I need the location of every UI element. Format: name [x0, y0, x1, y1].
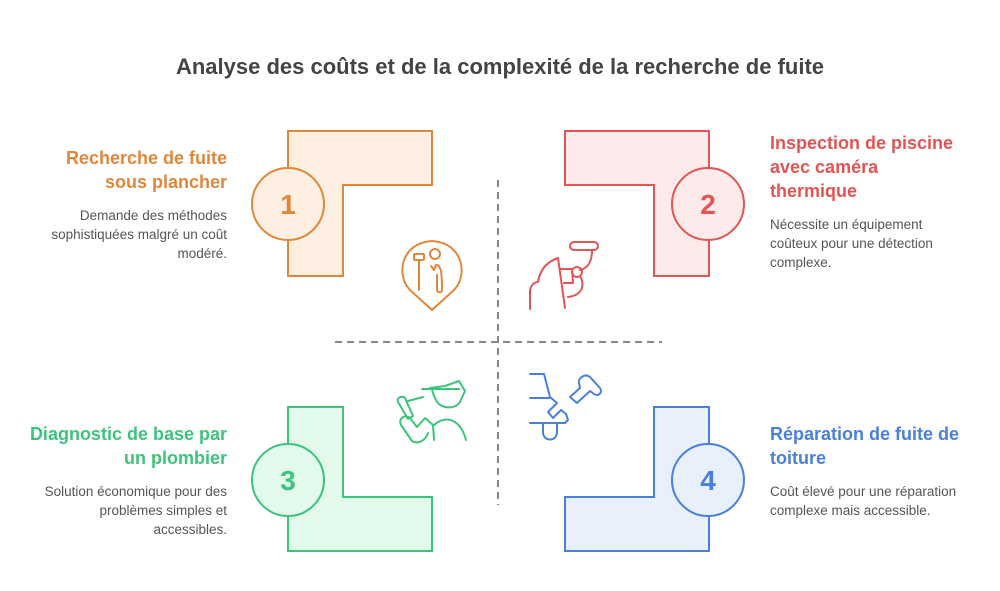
page-title: Analyse des coûts et de la complexité de… — [175, 54, 825, 79]
quadrant-4-text: Réparation de fuite de toiture Coût élev… — [770, 422, 960, 520]
quadrant-1-text: Recherche de fuite sous plancher Demande… — [27, 146, 227, 263]
thermal-camera-inspector-icon — [529, 241, 599, 310]
svg-text:2: 2 — [700, 189, 716, 220]
quadrant-1-description: Demande des méthodes sophistiquées malgr… — [51, 208, 227, 261]
quadrant-3-shape — [287, 406, 433, 552]
quadrant-4-title: Réparation de fuite de toiture — [770, 424, 960, 468]
quadrant-3-description: Solution économique pour des problèmes s… — [44, 484, 227, 537]
svg-text:3: 3 — [280, 465, 296, 496]
quadrant-2-text: Inspection de piscine avec caméra thermi… — [770, 131, 955, 272]
svg-text:4: 4 — [700, 465, 716, 496]
quadrant-3-title: Diagnostic de base par un plombier — [29, 424, 227, 468]
quadrant-4-description: Coût élevé pour une réparation complexe … — [770, 484, 957, 518]
number-badge-3: 3 — [251, 443, 325, 517]
quadrant-2-shape — [564, 130, 710, 277]
quadrant-1-title: Recherche de fuite sous plancher — [65, 148, 227, 192]
roof-repair-tools-icon — [529, 373, 602, 441]
number-badge-2: 2 — [671, 167, 745, 241]
worker-location-pin-icon — [401, 240, 463, 311]
quadrant-2-description: Nécessite un équipement coûteux pour une… — [770, 217, 933, 270]
quadrant-2-title: Inspection de piscine avec caméra thermi… — [770, 133, 954, 201]
number-badge-4: 4 — [671, 443, 745, 517]
number-badge-1: 1 — [251, 167, 325, 241]
svg-text:1: 1 — [280, 189, 296, 220]
quadrant-3-text: Diagnostic de base par un plombier Solut… — [27, 422, 227, 539]
quadrant-4-shape — [564, 406, 710, 552]
plumber-icon — [396, 380, 467, 444]
quadrant-1-shape — [287, 130, 433, 277]
